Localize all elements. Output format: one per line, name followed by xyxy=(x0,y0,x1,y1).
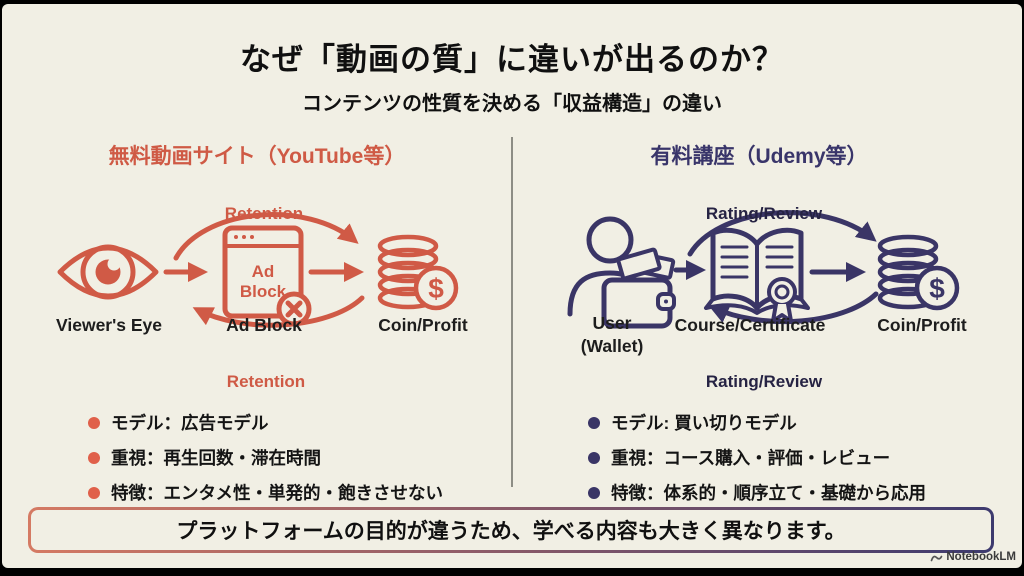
dollar-symbol-left: $ xyxy=(428,273,444,304)
viewers-eye-label: Viewer's Eye xyxy=(56,315,162,335)
page-title: なぜ「動画の質」に違いが出るのか？ xyxy=(240,42,784,77)
ad-block-icon: Ad Block xyxy=(222,225,312,327)
bullet-dot-icon xyxy=(88,416,100,429)
user-label: User xyxy=(592,313,632,333)
coin-profit-label-right: Coin/Profit xyxy=(877,315,967,335)
bullet-dot-icon xyxy=(588,416,600,429)
rating-review-label-bottom: Rating/Review xyxy=(705,372,823,391)
bullet-text: 重視：コース購入・評価・レビュー xyxy=(611,448,891,468)
list-item: モデル: 買い切りモデル xyxy=(588,410,926,435)
list-item: 特徴：エンタメ性・単発的・飽きさせない xyxy=(88,480,443,505)
wallet-label: (Wallet) xyxy=(580,336,644,356)
bullet-text: 特徴：体系的・順序立て・基礎から応用 xyxy=(611,483,926,503)
bullet-text: 重視：再生回数・滞在時間 xyxy=(111,448,321,468)
list-item: 重視：コース購入・評価・レビュー xyxy=(588,445,926,470)
watermark-text: NotebookLM xyxy=(946,551,1016,563)
coin-profit-icon-right: $ xyxy=(877,234,960,311)
paid-course-bullet-list: モデル: 買い切りモデル 重視：コース購入・評価・レビュー 特徴：体系的・順序立… xyxy=(588,410,926,505)
bullet-text: モデル：広告モデル xyxy=(111,413,269,433)
ad-block-icon-text-line2: Block xyxy=(240,282,287,301)
retention-label-bottom: Retention xyxy=(226,372,306,391)
user-wallet-icon xyxy=(567,216,676,329)
retention-label-top: Retention xyxy=(224,204,304,223)
course-certificate-label: Course/Certificate xyxy=(674,315,826,335)
bullet-text: 特徴：エンタメ性・単発的・飽きさせない xyxy=(111,483,443,503)
bullet-dot-icon xyxy=(588,451,600,464)
retention-loop-top-arrow xyxy=(173,212,359,261)
coin-profit-label-left: Coin/Profit xyxy=(378,315,468,335)
coin-profit-icon-left: $ xyxy=(377,234,459,311)
bullet-text: モデル: 買い切りモデル xyxy=(611,413,797,433)
ad-block-icon-text-line1: Ad xyxy=(252,262,275,281)
bullet-dot-icon xyxy=(88,451,100,464)
slide-canvas: なぜ「動画の質」に違いが出るのか？ コンテンツの性質を決める「収益構造」の違い … xyxy=(2,4,1022,568)
right-column-header: 有料講座（Udemy等） xyxy=(650,145,868,168)
list-item: モデル：広告モデル xyxy=(88,410,443,435)
notebooklm-logo-icon xyxy=(931,555,943,561)
rating-loop-top-arrow xyxy=(687,210,877,257)
dollar-symbol-right: $ xyxy=(929,273,945,304)
left-column-header: 無料動画サイト（YouTube等） xyxy=(108,145,406,168)
center-divider xyxy=(511,137,513,487)
conclusion-banner: プラットフォームの目的が違うため、学べる内容も大きく異なります。 xyxy=(28,507,994,553)
conclusion-banner-text: プラットフォームの目的が違うため、学べる内容も大きく異なります。 xyxy=(31,510,991,550)
ad-block-label: Ad Block xyxy=(226,315,302,335)
retention-loop-bottom-arrow xyxy=(192,295,365,328)
rating-review-label-top: Rating/Review xyxy=(705,204,823,223)
rating-loop-bottom-arrow xyxy=(708,291,879,325)
free-video-flow-diagram: Ad Block $ xyxy=(57,212,459,328)
viewers-eye-icon xyxy=(57,244,159,300)
paid-course-flow-diagram: $ xyxy=(567,210,960,329)
notebooklm-watermark: NotebookLM xyxy=(930,551,1016,563)
bullet-dot-icon xyxy=(588,486,600,499)
course-certificate-icon xyxy=(704,227,810,323)
free-video-bullet-list: モデル：広告モデル 重視：再生回数・滞在時間 特徴：エンタメ性・単発的・飽きさせ… xyxy=(88,410,443,505)
list-item: 特徴：体系的・順序立て・基礎から応用 xyxy=(588,480,926,505)
page-subtitle: コンテンツの性質を決める「収益構造」の違い xyxy=(302,93,722,115)
bullet-dot-icon xyxy=(88,486,100,499)
list-item: 重視：再生回数・滞在時間 xyxy=(88,445,443,470)
